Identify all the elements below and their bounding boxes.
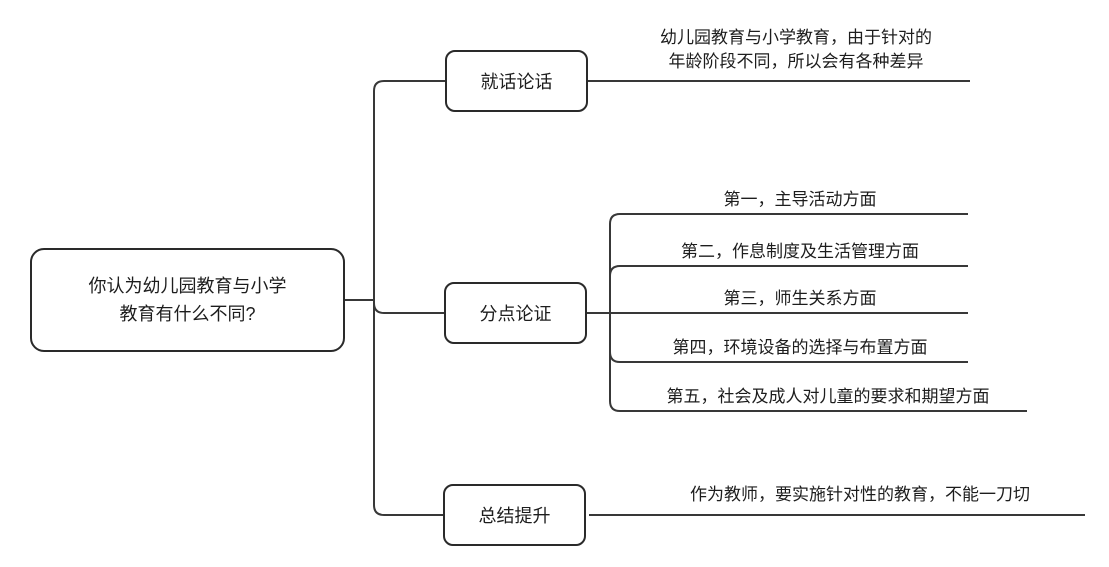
root-topic-node[interactable]: 你认为幼儿园教育与小学 教育有什么不同? [30,248,345,352]
connector-branch-3 [373,504,443,516]
leaf-point-1[interactable]: 第一，主导活动方面 [723,190,877,209]
underline-leaf-m5 [609,313,1027,412]
leaf-conclusion[interactable]: 作为教师，要实施针对性的教育，不能一刀切 [690,485,1030,504]
underline-leaf-m2 [609,265,968,313]
leaf-point-3[interactable]: 第三，师生关系方面 [723,289,877,308]
leaf-point-5[interactable]: 第五，社会及成人对儿童的要求和期望方面 [666,387,990,406]
branch-node-jiuhua-lunhua[interactable]: 就话论话 [445,50,588,112]
underline-leaf-m1 [609,213,968,313]
leaf-point-4[interactable]: 第四，环境设备的选择与布置方面 [672,338,928,357]
leaf-topic-overview[interactable]: 幼儿园教育与小学教育，由于针对的 年龄阶段不同，所以会有各种差异 [660,28,932,71]
connector-branch-2 [373,302,444,314]
connector-branch-1 [373,80,445,92]
branch-node-fendian-lunzheng[interactable]: 分点论证 [444,282,587,344]
branch-node-zongjie-tisheng[interactable]: 总结提升 [443,484,586,546]
leaf-point-2[interactable]: 第二，作息制度及生活管理方面 [681,242,919,261]
